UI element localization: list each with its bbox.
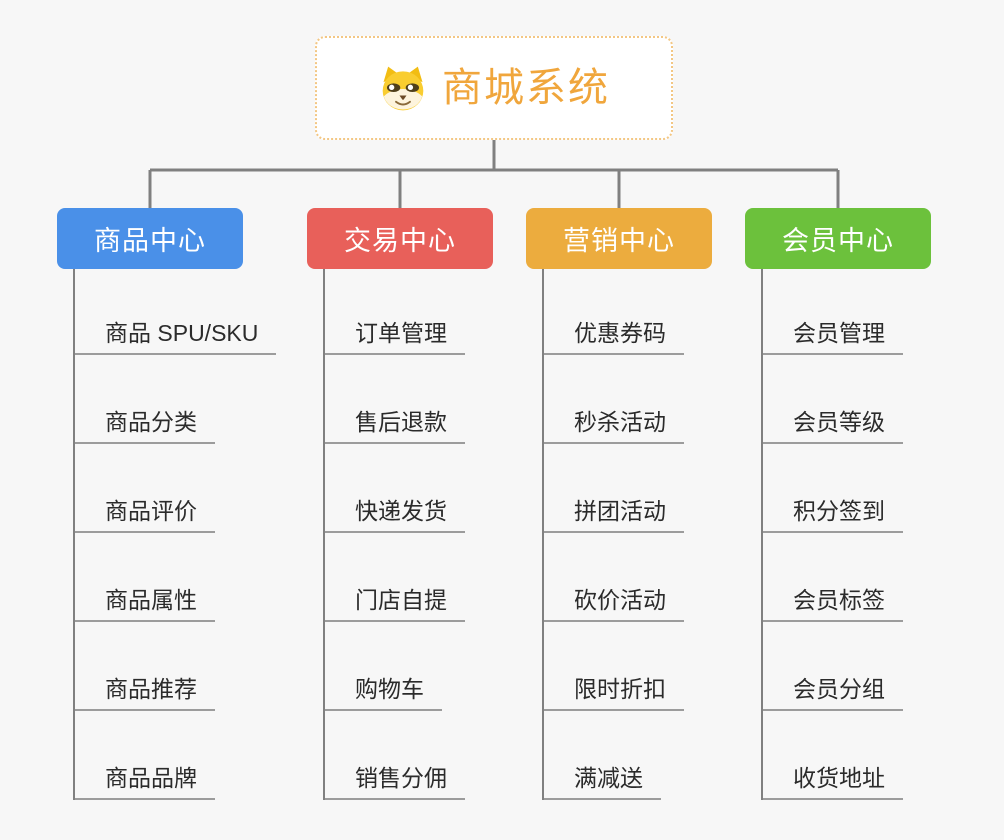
child-topic: 商品分类 xyxy=(75,355,297,444)
branch-children: 订单管理售后退款快递发货门店自提购物车销售分佣 xyxy=(323,269,547,800)
child-topic: 快递发货 xyxy=(325,444,547,533)
child-topic-label[interactable]: 商品推荐 xyxy=(75,678,215,711)
child-topic-label[interactable]: 门店自提 xyxy=(325,589,465,622)
child-topic-label[interactable]: 秒杀活动 xyxy=(544,411,684,444)
child-topic-label[interactable]: 商品 SPU/SKU xyxy=(75,322,277,355)
child-topic-label[interactable]: 积分签到 xyxy=(763,500,903,533)
branch-node[interactable]: 交易中心 xyxy=(307,208,493,269)
child-topic: 满减送 xyxy=(544,711,766,800)
child-topic: 积分签到 xyxy=(763,444,985,533)
child-topic: 会员等级 xyxy=(763,355,985,444)
shiba-dog-icon xyxy=(382,66,424,110)
child-topic-label[interactable]: 限时折扣 xyxy=(544,678,684,711)
child-topic: 限时折扣 xyxy=(544,622,766,711)
child-topic-label[interactable]: 拼团活动 xyxy=(544,500,684,533)
child-topic-label[interactable]: 会员分组 xyxy=(763,678,903,711)
child-topic: 拼团活动 xyxy=(544,444,766,533)
child-topic: 会员标签 xyxy=(763,533,985,622)
root-topic[interactable]: 商城系统 xyxy=(315,36,673,140)
child-topic-label[interactable]: 快递发货 xyxy=(325,500,465,533)
child-topic: 订单管理 xyxy=(325,269,547,355)
child-topic-label[interactable]: 会员标签 xyxy=(763,589,903,622)
branch-children: 商品 SPU/SKU 商品分类商品评价商品属性商品推荐商品品牌 xyxy=(73,269,297,800)
child-topic-label[interactable]: 收货地址 xyxy=(763,767,903,800)
branch-column: 营销中心优惠券码秒杀活动拼团活动砍价活动限时折扣满减送 xyxy=(526,208,766,800)
child-topic: 售后退款 xyxy=(325,355,547,444)
branch-node[interactable]: 商品中心 xyxy=(57,208,243,269)
child-topic-label[interactable]: 优惠券码 xyxy=(544,322,684,355)
child-topic: 秒杀活动 xyxy=(544,355,766,444)
child-topic: 商品推荐 xyxy=(75,622,297,711)
branch-node[interactable]: 营销中心 xyxy=(526,208,712,269)
child-topic: 收货地址 xyxy=(763,711,985,800)
child-topic: 会员管理 xyxy=(763,269,985,355)
child-topic-label[interactable]: 会员管理 xyxy=(763,322,903,355)
child-topic: 砍价活动 xyxy=(544,533,766,622)
branch-label: 商品中心 xyxy=(94,226,206,256)
child-topic-label[interactable]: 销售分佣 xyxy=(325,767,465,800)
child-topic-label[interactable]: 订单管理 xyxy=(325,322,465,355)
branch-label: 营销中心 xyxy=(563,226,675,256)
child-topic: 会员分组 xyxy=(763,622,985,711)
child-topic: 购物车 xyxy=(325,622,547,711)
branch-label: 会员中心 xyxy=(782,226,894,256)
child-topic: 门店自提 xyxy=(325,533,547,622)
child-topic-label[interactable]: 商品评价 xyxy=(75,500,215,533)
branch-node[interactable]: 会员中心 xyxy=(745,208,931,269)
child-topic: 销售分佣 xyxy=(325,711,547,800)
child-topic-label[interactable]: 商品属性 xyxy=(75,589,215,622)
child-topic: 商品品牌 xyxy=(75,711,297,800)
branch-children: 优惠券码秒杀活动拼团活动砍价活动限时折扣满减送 xyxy=(542,269,766,800)
branch-children: 会员管理会员等级积分签到会员标签会员分组收货地址 xyxy=(761,269,985,800)
child-topic-label[interactable]: 商品分类 xyxy=(75,411,215,444)
branch-column: 交易中心订单管理售后退款快递发货门店自提购物车销售分佣 xyxy=(307,208,547,800)
child-topic: 优惠券码 xyxy=(544,269,766,355)
branch-column: 会员中心会员管理会员等级积分签到会员标签会员分组收货地址 xyxy=(745,208,985,800)
child-topic-label[interactable]: 商品品牌 xyxy=(75,767,215,800)
child-topic: 商品属性 xyxy=(75,533,297,622)
child-topic: 商品 SPU/SKU xyxy=(75,269,297,355)
child-topic: 商品评价 xyxy=(75,444,297,533)
child-topic-label[interactable]: 会员等级 xyxy=(763,411,903,444)
branch-label: 交易中心 xyxy=(344,226,456,256)
child-topic-label[interactable]: 砍价活动 xyxy=(544,589,684,622)
child-topic-label[interactable]: 购物车 xyxy=(325,678,442,711)
child-topic-label[interactable]: 满减送 xyxy=(544,767,661,800)
branch-column: 商品中心商品 SPU/SKU 商品分类商品评价商品属性商品推荐商品品牌 xyxy=(57,208,297,800)
root-topic-title: 商城系统 xyxy=(442,66,610,110)
child-topic-label[interactable]: 售后退款 xyxy=(325,411,465,444)
